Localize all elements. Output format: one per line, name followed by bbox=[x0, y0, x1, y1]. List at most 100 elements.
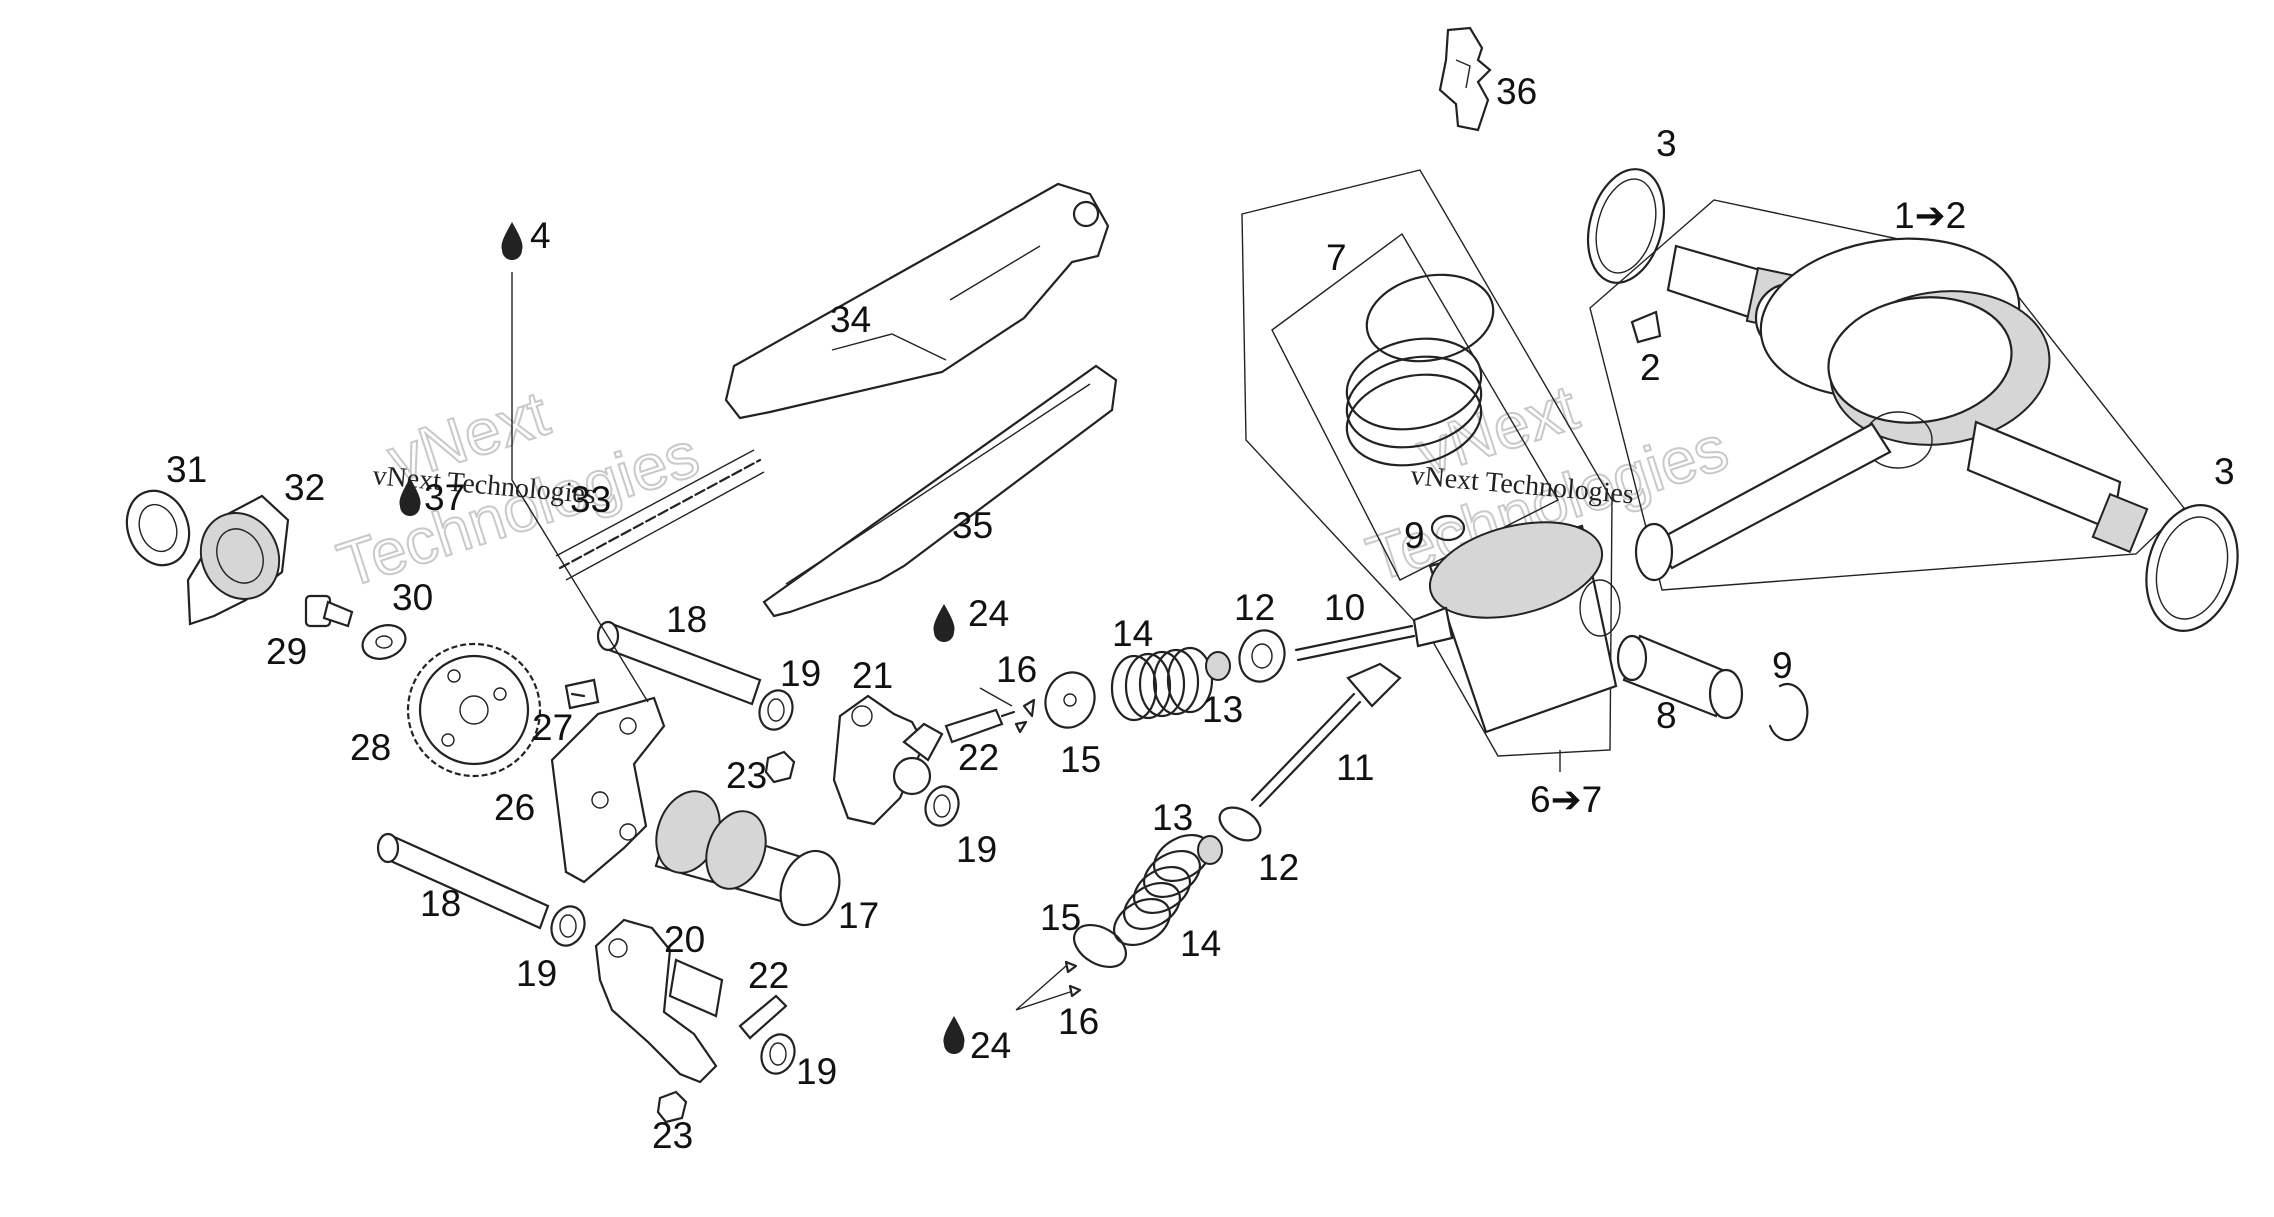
part-6-piston-group bbox=[1241, 169, 1621, 757]
callout-14: 14 bbox=[1180, 923, 1221, 964]
part-12-seat-upper bbox=[1238, 629, 1286, 683]
watermark-left: vNext Technologies bbox=[329, 376, 709, 603]
callout-13: 13 bbox=[1202, 689, 1243, 730]
callout-6-7: 6➔7 bbox=[1530, 779, 1602, 820]
callout-14: 14 bbox=[1112, 613, 1153, 654]
callout-13: 13 bbox=[1152, 797, 1193, 838]
part-13-seal-upper bbox=[1205, 651, 1231, 681]
callout-17: 17 bbox=[838, 895, 879, 936]
callout-36: 36 bbox=[1496, 71, 1537, 112]
part-3-thrust-washer-upper bbox=[1587, 168, 1665, 284]
callout-15: 15 bbox=[1040, 897, 1081, 938]
part-26-holder-plate bbox=[550, 696, 666, 884]
part-32-bearing-plate bbox=[186, 494, 290, 626]
part-19-washer-3 bbox=[550, 905, 586, 947]
part-13-seal-lower bbox=[1197, 835, 1223, 865]
part-14-spring-upper bbox=[1110, 646, 1214, 722]
callout-37: 37 bbox=[424, 477, 465, 518]
oil-drop-icon bbox=[501, 222, 523, 260]
part-23-nut-upper bbox=[764, 750, 796, 784]
callout-8: 8 bbox=[1656, 695, 1677, 736]
callout-19: 19 bbox=[516, 953, 557, 994]
part-20-rocker-arm bbox=[594, 918, 724, 1084]
part-19-washer-2 bbox=[924, 785, 960, 827]
callout-21: 21 bbox=[852, 655, 893, 696]
callout-7: 7 bbox=[1326, 237, 1347, 278]
callout-24: 24 bbox=[970, 1025, 1011, 1066]
callout-9: 9 bbox=[1404, 515, 1425, 556]
callout-18: 18 bbox=[666, 599, 707, 640]
callout-33: 33 bbox=[570, 479, 611, 520]
part-33-timing-chain bbox=[555, 449, 765, 581]
callout-12: 12 bbox=[1234, 587, 1275, 628]
callout-2: 2 bbox=[1640, 347, 1661, 388]
part-19-washer-1 bbox=[758, 689, 794, 731]
part-22-adjuster-lower bbox=[738, 994, 788, 1040]
part-23-nut-lower bbox=[656, 1090, 688, 1124]
callout-23: 23 bbox=[726, 755, 767, 796]
oil-drop-icon bbox=[933, 604, 955, 642]
part-17-camshaft bbox=[654, 790, 841, 927]
callout-34: 34 bbox=[830, 299, 871, 340]
callout-32: 32 bbox=[284, 467, 325, 508]
part-9-circlip bbox=[1768, 682, 1809, 742]
part-8-piston-pin bbox=[1616, 634, 1744, 720]
callout-30: 30 bbox=[392, 577, 433, 618]
callout-31: 31 bbox=[166, 449, 207, 490]
part-22-adjuster-upper bbox=[944, 708, 1016, 744]
callout-29: 29 bbox=[266, 631, 307, 672]
callout-3: 3 bbox=[1656, 123, 1677, 164]
callout-15: 15 bbox=[1060, 739, 1101, 780]
part-35-tensioner-rail bbox=[762, 364, 1118, 618]
callout-26: 26 bbox=[494, 787, 535, 828]
part-15-retainer-lower bbox=[1073, 923, 1127, 969]
part-19-washer-4 bbox=[760, 1033, 796, 1075]
part-16-keepers-upper bbox=[1014, 698, 1036, 734]
callout-12: 12 bbox=[1258, 847, 1299, 888]
callout-3: 3 bbox=[2214, 451, 2235, 492]
callout-labels: 1➔2 2 3 3 4 6➔7 7 8 9 9 10 11 12 12 13 1… bbox=[166, 71, 2235, 1156]
callout-23: 23 bbox=[652, 1115, 693, 1156]
part-7-piston-rings bbox=[1345, 273, 1495, 467]
part-36-tensioner-pad bbox=[1438, 26, 1492, 132]
callout-27: 27 bbox=[532, 707, 573, 748]
callout-9: 9 bbox=[1772, 645, 1793, 686]
callout-24: 24 bbox=[968, 593, 1009, 634]
callout-10: 10 bbox=[1324, 587, 1365, 628]
part-16-keepers-lower bbox=[1015, 960, 1082, 1011]
part-21-rocker-arm bbox=[832, 694, 944, 826]
callout-4: 4 bbox=[530, 215, 551, 256]
part-34-chain-guide bbox=[724, 182, 1110, 420]
part-15-retainer-upper bbox=[1044, 671, 1096, 729]
part-27-bolt bbox=[564, 678, 600, 710]
callout-16: 16 bbox=[996, 649, 1037, 690]
part-3-thrust-washer-lower bbox=[2145, 504, 2239, 632]
leader-lines bbox=[511, 272, 1561, 772]
callout-20: 20 bbox=[664, 919, 705, 960]
callout-11: 11 bbox=[1336, 747, 1374, 788]
callout-22: 22 bbox=[748, 955, 789, 996]
oil-drop-icon bbox=[399, 478, 421, 516]
callout-1-2: 1➔2 bbox=[1894, 195, 1966, 236]
callout-19: 19 bbox=[956, 829, 997, 870]
callout-35: 35 bbox=[952, 505, 993, 546]
part-18-rocker-shaft-lower bbox=[376, 832, 550, 930]
part-1-crankshaft-assembly bbox=[1589, 199, 2185, 591]
callout-19: 19 bbox=[796, 1051, 837, 1092]
part-29-bolt bbox=[304, 594, 354, 628]
callout-18: 18 bbox=[420, 883, 461, 924]
part-30-washer bbox=[361, 624, 407, 660]
callout-22: 22 bbox=[958, 737, 999, 778]
callout-16: 16 bbox=[1058, 1001, 1099, 1042]
part-31-oil-seal bbox=[125, 489, 191, 567]
callout-19: 19 bbox=[780, 653, 821, 694]
part-10-valve bbox=[1294, 606, 1454, 662]
part-11-valve bbox=[1250, 662, 1402, 808]
callout-28: 28 bbox=[350, 727, 391, 768]
oil-drop-icon bbox=[943, 1016, 965, 1054]
part-12-seat-lower bbox=[1218, 806, 1262, 842]
part-28-cam-sprocket bbox=[406, 642, 542, 778]
part-2-woodruff-key bbox=[1630, 310, 1662, 344]
